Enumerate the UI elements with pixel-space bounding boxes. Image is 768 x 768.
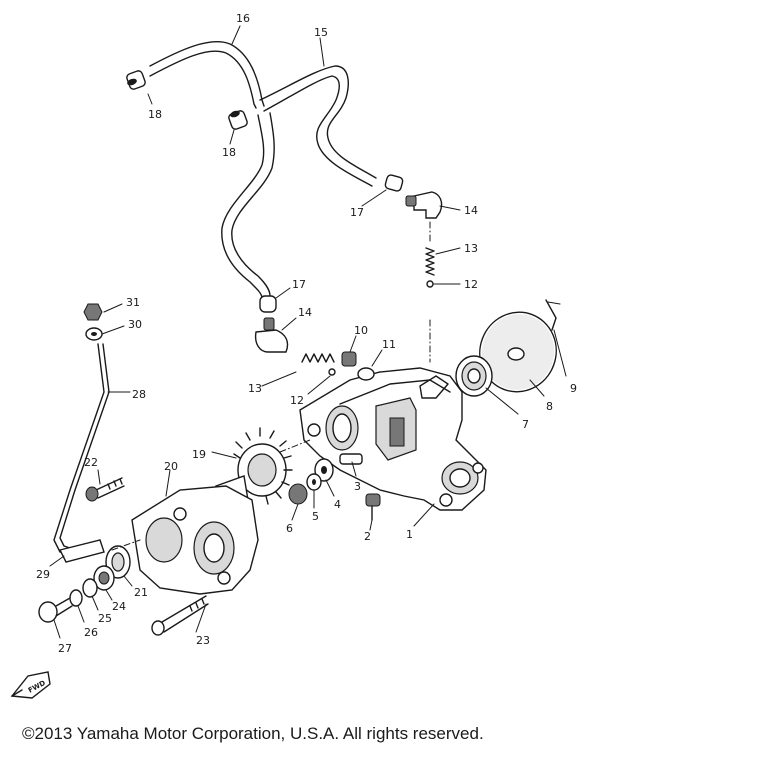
label-1: 1 xyxy=(406,528,413,541)
label-30: 30 xyxy=(128,318,142,331)
label-7: 7 xyxy=(522,418,529,431)
lever-29 xyxy=(58,539,105,563)
label-13-lower: 13 xyxy=(248,382,262,395)
clamp-18-left xyxy=(126,70,146,90)
washer-26 xyxy=(69,589,83,607)
spring-13-lower xyxy=(301,353,335,363)
shaft-3 xyxy=(339,453,363,465)
label-18-right: 18 xyxy=(222,146,236,159)
copyright-notice: ©2013 Yamaha Motor Corporation, U.S.A. A… xyxy=(22,724,484,743)
alignment-lines xyxy=(111,221,431,551)
label-4: 4 xyxy=(334,498,341,511)
label-27: 27 xyxy=(58,642,72,655)
spring-13-upper xyxy=(425,247,435,276)
ball-12-upper xyxy=(426,280,434,288)
gasket-8 xyxy=(479,311,557,393)
screw-27 xyxy=(38,597,73,623)
hose-16 xyxy=(149,40,275,299)
pump-cover-20 xyxy=(131,485,259,595)
clip-17-upper xyxy=(384,174,404,192)
fwd-arrow-icon: FWD xyxy=(10,671,51,699)
label-23: 23 xyxy=(196,634,210,647)
leader-lines xyxy=(49,25,567,639)
label-10: 10 xyxy=(354,324,368,337)
bearing-7 xyxy=(455,355,493,397)
bolt-22 xyxy=(85,477,125,502)
label-29: 29 xyxy=(36,568,50,581)
part-labels: 16 15 18 18 17 14 13 12 31 30 17 14 10 1… xyxy=(36,12,577,655)
label-6: 6 xyxy=(286,522,293,535)
label-31: 31 xyxy=(126,296,140,309)
label-14-lower: 14 xyxy=(298,306,312,319)
label-3: 3 xyxy=(354,480,361,493)
label-15: 15 xyxy=(314,26,328,39)
label-2: 2 xyxy=(364,530,371,543)
label-14-upper: 14 xyxy=(464,204,478,217)
label-16: 16 xyxy=(236,12,250,25)
clip-17-lower xyxy=(259,295,277,313)
ball-12-lower xyxy=(328,368,336,376)
union-14-lower xyxy=(254,317,289,353)
label-17-upper: 17 xyxy=(350,206,364,219)
label-26: 26 xyxy=(84,626,98,639)
label-12-lower: 12 xyxy=(290,394,304,407)
nut-31 xyxy=(83,303,103,321)
label-17-lower: 17 xyxy=(292,278,306,291)
bushing-6 xyxy=(288,483,308,505)
rod-28 xyxy=(53,343,110,555)
washer-11 xyxy=(357,367,375,381)
bolt-23 xyxy=(151,595,209,636)
label-20: 20 xyxy=(164,460,178,473)
label-25: 25 xyxy=(98,612,112,625)
label-19: 19 xyxy=(192,448,206,461)
label-22: 22 xyxy=(84,456,98,469)
pump-housing-1 xyxy=(299,367,487,511)
bolt-10 xyxy=(341,351,357,367)
washer-5 xyxy=(306,473,322,491)
label-24: 24 xyxy=(112,600,126,613)
washer-24 xyxy=(93,565,115,591)
washer-25 xyxy=(82,578,98,598)
label-13-upper: 13 xyxy=(464,242,478,255)
washer-30 xyxy=(85,327,103,341)
label-9: 9 xyxy=(570,382,577,395)
label-18-left: 18 xyxy=(148,108,162,121)
cotter-pin-9 xyxy=(545,299,561,331)
washer-4 xyxy=(314,458,334,482)
label-8: 8 xyxy=(546,400,553,413)
hose-15 xyxy=(259,65,377,187)
union-14-upper xyxy=(405,191,443,219)
label-28: 28 xyxy=(132,388,146,401)
bolt-2 xyxy=(365,493,381,521)
clamp-18-right xyxy=(228,110,248,130)
label-12-upper: 12 xyxy=(464,278,478,291)
label-11: 11 xyxy=(382,338,396,351)
label-21: 21 xyxy=(134,586,148,599)
label-5: 5 xyxy=(312,510,319,523)
